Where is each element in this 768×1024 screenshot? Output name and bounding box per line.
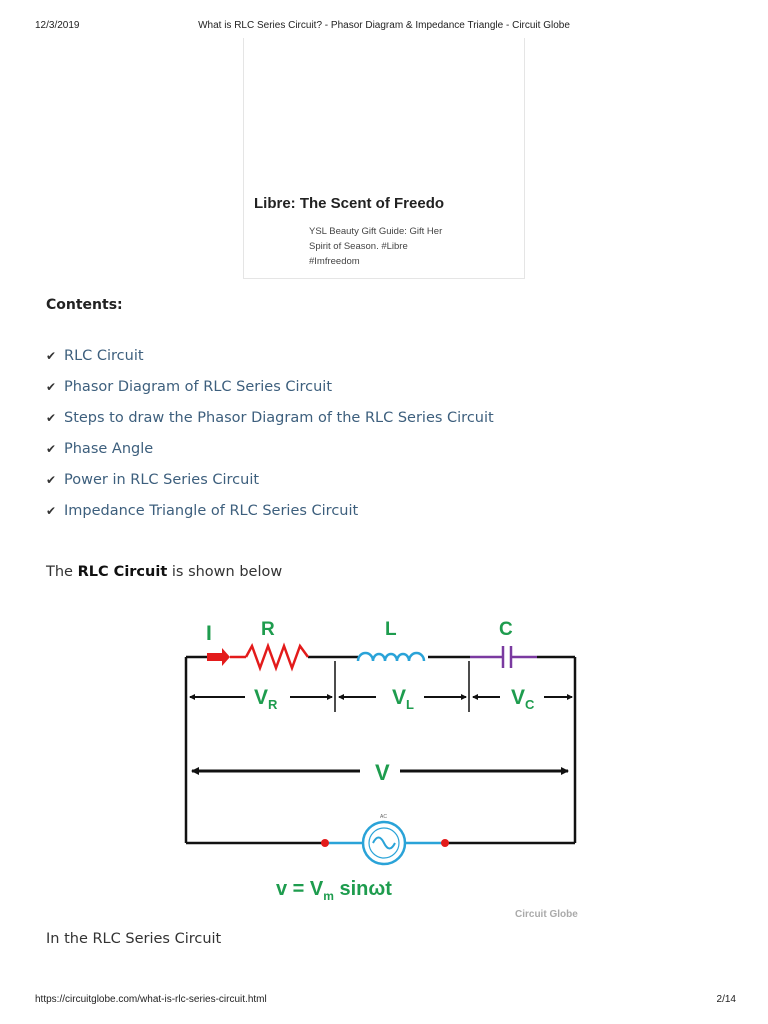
print-page-title: What is RLC Series Circuit? - Phasor Dia… — [198, 20, 570, 31]
intro-paragraph: The RLC Circuit is shown below — [46, 564, 282, 580]
rlc-circuit-diagram: I R L C VR VL VC V AC v = Vm sinωt — [184, 619, 578, 920]
checkmark-icon: ✔ — [46, 411, 57, 425]
capacitor-symbol — [470, 646, 537, 668]
checkmark-icon: ✔ — [46, 442, 57, 456]
toc-link-rlc-circuit[interactable]: RLC Circuit — [64, 348, 144, 364]
toc-item: ✔ RLC Circuit — [46, 345, 494, 376]
circuit-wires — [184, 655, 577, 845]
voltage-dividers — [334, 661, 470, 712]
vl-label: VL — [392, 686, 414, 712]
vr-label: VR — [254, 686, 278, 712]
ad-title[interactable]: Libre: The Scent of Freedo — [254, 195, 445, 212]
current-arrow — [207, 648, 246, 666]
inductor-label: L — [385, 619, 397, 640]
checkmark-icon: ✔ — [46, 349, 57, 363]
toc-link-steps-phasor[interactable]: Steps to draw the Phasor Diagram of the … — [64, 410, 494, 426]
toc-item: ✔ Steps to draw the Phasor Diagram of the… — [46, 407, 494, 438]
ad-description: YSL Beauty Gift Guide: Gift Her Spirit o… — [309, 224, 451, 269]
toc-item: ✔ Phase Angle — [46, 438, 494, 469]
intro-text-after: is shown below — [167, 564, 283, 580]
toc-item: ✔ Impedance Triangle of RLC Series Circui… — [46, 500, 494, 531]
ad-description-line: YSL Beauty Gift Guide: Gift Her — [309, 226, 443, 237]
vc-label: VC — [511, 686, 535, 712]
intro-text-before: The — [46, 564, 78, 580]
toc-item: ✔ Power in RLC Series Circuit — [46, 469, 494, 500]
toc-link-impedance-triangle[interactable]: Impedance Triangle of RLC Series Circuit — [64, 503, 359, 519]
intro-bold-term: RLC Circuit — [77, 564, 168, 580]
toc-link-phasor-diagram[interactable]: Phasor Diagram of RLC Series Circuit — [64, 379, 333, 395]
resistor-symbol — [244, 642, 310, 672]
ad-description-line: #Imfreedom — [309, 256, 360, 267]
toc-link-power[interactable]: Power in RLC Series Circuit — [64, 472, 260, 488]
table-of-contents: ✔ RLC Circuit ✔ Phasor Diagram of RLC Seri… — [46, 345, 494, 531]
ad-description-line: Spirit of Season. #Libre — [309, 241, 408, 252]
print-date: 12/3/2019 — [35, 20, 80, 31]
checkmark-icon: ✔ — [46, 380, 57, 394]
print-url: https://circuitglobe.com/what-is-rlc-ser… — [35, 994, 267, 1005]
section-paragraph: In the RLC Series Circuit — [46, 931, 222, 947]
terminal-dot — [321, 839, 329, 847]
resistor-label: R — [261, 619, 275, 640]
ac-source-symbol: AC — [325, 814, 445, 866]
toc-item: ✔ Phasor Diagram of RLC Series Circuit — [46, 376, 494, 407]
ac-source-tag: AC — [380, 814, 387, 820]
terminal-dot — [441, 839, 449, 847]
contents-heading: Contents: — [46, 297, 123, 313]
checkmark-icon: ✔ — [46, 473, 57, 487]
current-label: I — [206, 622, 212, 645]
advertisement-card[interactable]: Libre: The Scent of Freedo YSL Beauty Gi… — [243, 38, 525, 279]
page-number: 2/14 — [716, 994, 736, 1005]
source-equation: v = Vm sinωt — [276, 878, 392, 903]
watermark: Circuit Globe — [515, 909, 578, 920]
toc-link-phase-angle[interactable]: Phase Angle — [64, 441, 154, 457]
inductor-symbol — [356, 651, 426, 662]
checkmark-icon: ✔ — [46, 504, 57, 518]
total-voltage-label: V — [375, 760, 390, 785]
capacitor-label: C — [499, 619, 513, 640]
